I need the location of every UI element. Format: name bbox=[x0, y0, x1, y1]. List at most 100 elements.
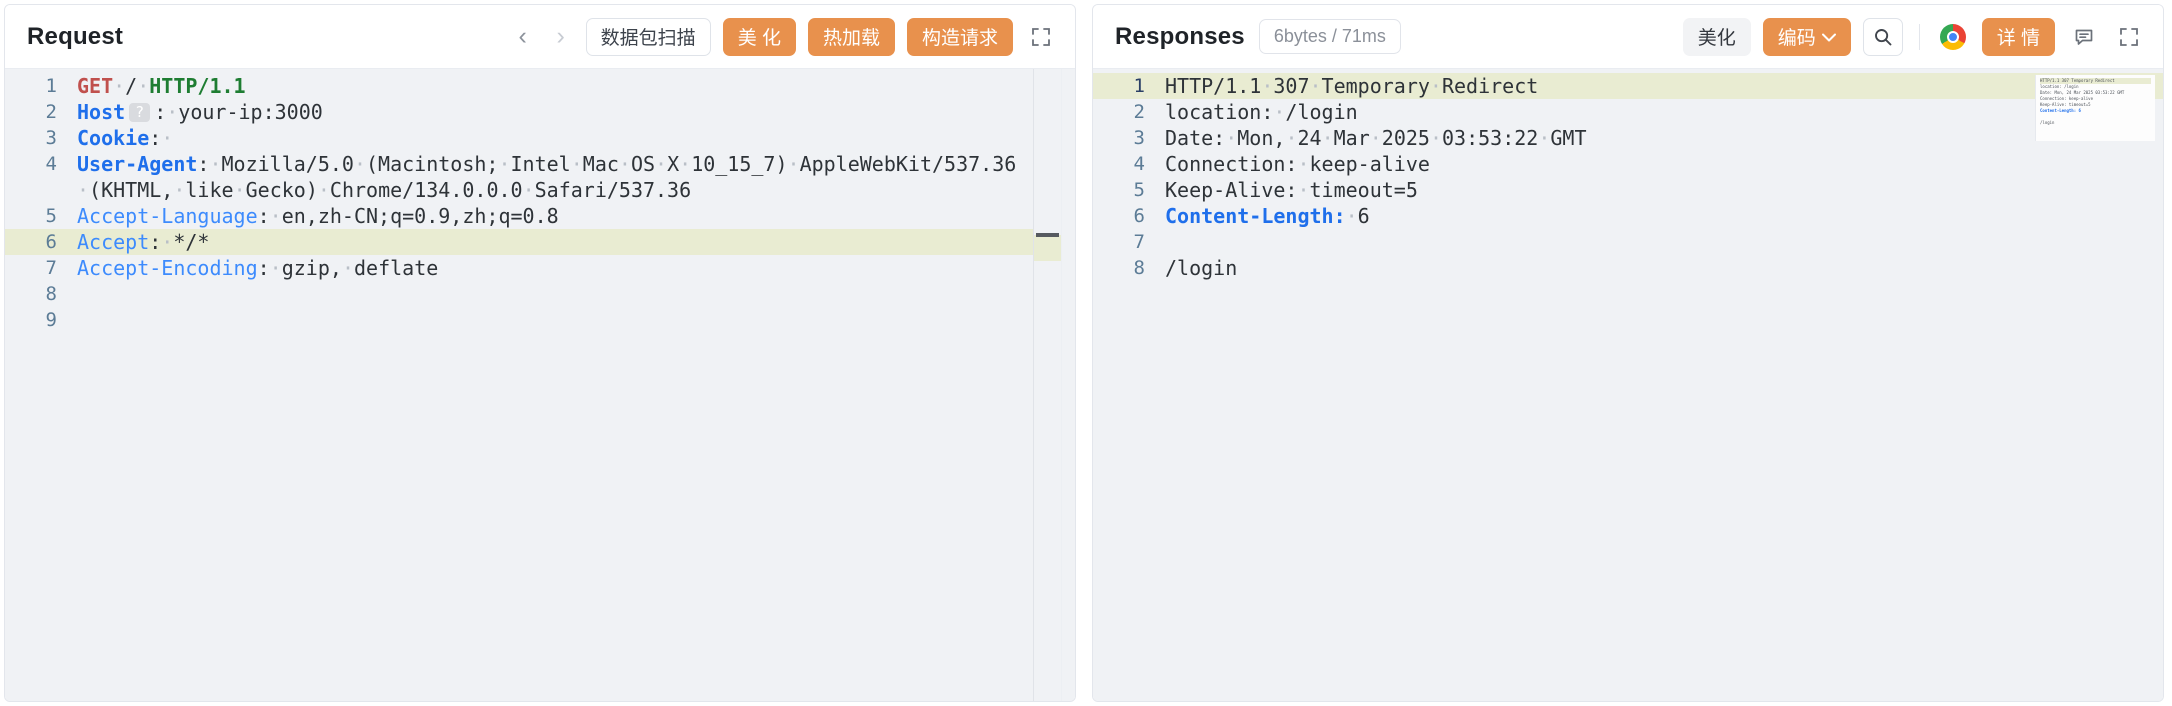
line-content: location:·/login bbox=[1165, 99, 2163, 125]
token: Intel bbox=[510, 152, 571, 176]
line-number: 5 bbox=[45, 205, 57, 227]
token: keep-alive bbox=[1309, 152, 1430, 176]
token: en,zh-CN;q=0.9,zh;q=0.8 bbox=[281, 204, 559, 228]
response-panel: Responses 6bytes / 71ms 美化 编码 bbox=[1092, 4, 2164, 702]
search-icon[interactable] bbox=[1862, 17, 1903, 56]
hot-reload-button[interactable]: 热加载 bbox=[807, 17, 895, 56]
code-line[interactable]: 2 location:·/login bbox=[1093, 99, 2163, 125]
line-number: 4 bbox=[45, 153, 57, 175]
minimap-highlight bbox=[1034, 235, 1061, 261]
code-line[interactable]: 7 bbox=[1093, 229, 2163, 255]
code-line[interactable]: 4 Connection:·keep-alive bbox=[1093, 151, 2163, 177]
line-number: 8 bbox=[45, 283, 57, 305]
line-number: 2 bbox=[45, 101, 57, 123]
line-content: Content-Length:·6 bbox=[1165, 203, 2163, 229]
token: Connection: bbox=[1165, 152, 1298, 176]
response-toolbar: 美化 编码 详 情 bbox=[1682, 17, 2145, 56]
token: · bbox=[1297, 152, 1310, 176]
beautify-button[interactable]: 美 化 bbox=[722, 17, 796, 56]
token: Mar bbox=[1333, 126, 1370, 150]
response-code-area[interactable]: 1 HTTP/1.1·307·Temporary·Redirect 2 locatio… bbox=[1093, 69, 2163, 701]
token: · bbox=[1429, 74, 1442, 98]
token: · bbox=[161, 126, 174, 150]
token: · bbox=[1538, 126, 1551, 150]
request-vertical-scrollbar[interactable] bbox=[1061, 69, 1075, 701]
minimap-line: HTTP/1.1 307 Temporary Redirect bbox=[2040, 78, 2151, 84]
token: User-Agent bbox=[77, 152, 198, 176]
token: */* bbox=[173, 230, 210, 254]
minimap-line: /login bbox=[2040, 120, 2055, 125]
code-line[interactable]: 8 bbox=[5, 281, 1033, 307]
token: · bbox=[522, 178, 535, 202]
token: · bbox=[618, 152, 631, 176]
beautify-button[interactable]: 美化 bbox=[1682, 17, 1751, 56]
request-minimap-gutter[interactable] bbox=[1033, 69, 1061, 701]
token: (Macintosh; bbox=[366, 152, 499, 176]
build-request-button[interactable]: 构造请求 bbox=[906, 17, 1013, 56]
token: Mon, bbox=[1237, 126, 1286, 150]
token: · bbox=[166, 100, 179, 124]
token: · bbox=[787, 152, 800, 176]
response-editor[interactable]: 1 HTTP/1.1·307·Temporary·Redirect 2 locatio… bbox=[1093, 69, 2163, 701]
token: : bbox=[197, 152, 210, 176]
token: · bbox=[1369, 126, 1382, 150]
line-number: 1 bbox=[1133, 75, 1145, 97]
minimap-line: Keep-Alive: timeout=5 bbox=[2040, 102, 2091, 107]
token: OS bbox=[630, 152, 656, 176]
token: · bbox=[137, 74, 150, 98]
token: Redirect bbox=[1441, 74, 1539, 98]
expand-icon[interactable] bbox=[2113, 21, 2145, 53]
next-request-button[interactable]: › bbox=[556, 22, 565, 50]
line-content: Accept:·*/* bbox=[77, 229, 1033, 255]
code-line[interactable]: 9 bbox=[5, 307, 1033, 333]
token: · bbox=[1297, 178, 1310, 202]
minimap-line: Connection: keep-alive bbox=[2040, 96, 2093, 101]
token: : bbox=[154, 100, 167, 124]
token: · bbox=[173, 178, 186, 202]
line-number: 6 bbox=[45, 231, 57, 253]
minimap-marker bbox=[1036, 233, 1059, 237]
token: · bbox=[1309, 74, 1322, 98]
token: · bbox=[269, 256, 282, 280]
token: Content-Length: bbox=[1165, 204, 1346, 228]
token: Mac bbox=[582, 152, 619, 176]
token: Chrome/134.0.0.0 bbox=[329, 178, 523, 202]
line-number: 1 bbox=[45, 75, 57, 97]
token: /login bbox=[1285, 100, 1358, 124]
packet-scan-button[interactable]: 数据包扫描 bbox=[585, 17, 711, 56]
code-line[interactable]: 8/login bbox=[1093, 255, 2163, 281]
token: X bbox=[667, 152, 680, 176]
line-content: User-Agent:·Mozilla/5.0·(Macintosh;·Inte… bbox=[77, 151, 1033, 203]
token: AppleWebKit/537.36 bbox=[799, 152, 1017, 176]
code-line[interactable]: 1 HTTP/1.1·307·Temporary·Redirect bbox=[1093, 73, 2163, 99]
line-number: 4 bbox=[1133, 153, 1145, 175]
chevron-down-icon bbox=[1821, 31, 1836, 44]
prev-request-button[interactable]: ‹ bbox=[518, 22, 527, 50]
token: 6 bbox=[1357, 204, 1370, 228]
expand-icon[interactable] bbox=[1025, 21, 1057, 53]
code-line[interactable]: 6 Accept:·*/* bbox=[5, 229, 1033, 255]
token: 10_15_7) bbox=[691, 152, 788, 176]
token: (KHTML, bbox=[89, 178, 174, 202]
host-help-badge[interactable]: ? bbox=[129, 103, 151, 122]
comment-icon[interactable] bbox=[2067, 20, 2101, 54]
detail-button[interactable]: 详 情 bbox=[1981, 17, 2055, 56]
line-number: 2 bbox=[1133, 101, 1145, 123]
line-content: HTTP/1.1·307·Temporary·Redirect bbox=[1165, 73, 2163, 99]
token: Accept bbox=[77, 230, 150, 254]
encode-dropdown-button[interactable]: 编码 bbox=[1762, 17, 1851, 56]
line-content: Connection:·keep-alive bbox=[1165, 151, 2163, 177]
chrome-icon[interactable] bbox=[1936, 20, 1970, 54]
